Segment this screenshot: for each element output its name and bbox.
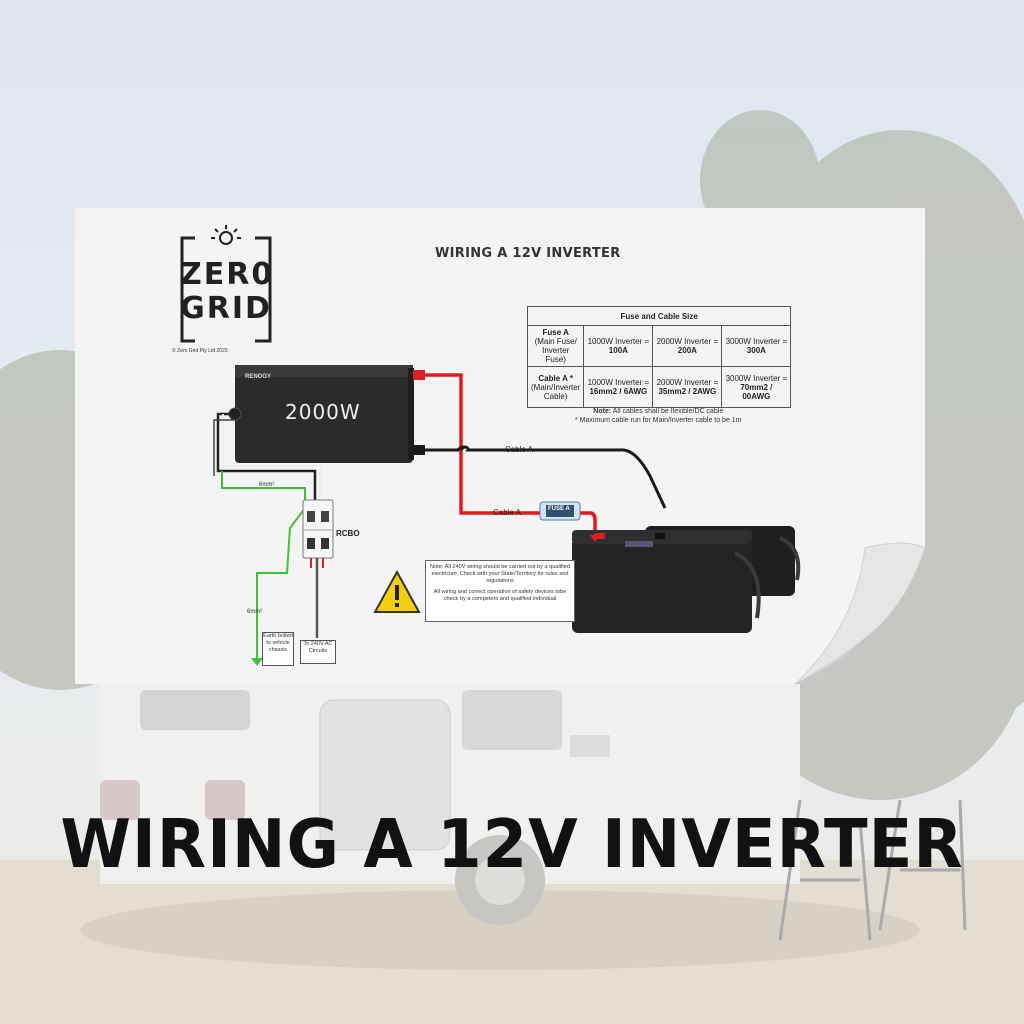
inverter-brand: RENOGY bbox=[245, 374, 272, 380]
wire-size-label-bottom: 6mm² bbox=[247, 609, 263, 615]
cell-text: 3000W Inverter = bbox=[725, 337, 788, 346]
row-label: Fuse A bbox=[542, 328, 569, 337]
table-cell: 3000W Inverter = 300A bbox=[721, 325, 792, 367]
table-cell: 2000W Inverter = 200A bbox=[652, 325, 723, 367]
logo-line-1: ZER0 bbox=[180, 257, 275, 292]
positive-cable bbox=[425, 373, 540, 515]
cell-value: 35mm2 / 2AWG bbox=[658, 387, 717, 396]
cell-value: 100A bbox=[608, 346, 628, 355]
sun-icon bbox=[211, 225, 241, 245]
logo-line-2: GRID bbox=[180, 291, 272, 326]
cable-a-label-negative: Cable A bbox=[505, 445, 534, 454]
warning-icon bbox=[373, 569, 421, 613]
cell-text: 2000W Inverter = bbox=[656, 378, 719, 387]
note-bold: Note: bbox=[593, 408, 612, 415]
earth-wire bbox=[221, 471, 306, 500]
table-cell: 1000W Inverter = 100A bbox=[583, 325, 654, 367]
cell-text: 1000W Inverter = bbox=[587, 337, 650, 346]
row-label: Cable A * bbox=[538, 373, 573, 383]
cell-text: 3000W Inverter = bbox=[725, 373, 788, 383]
cable-a-label-positive: Cable A bbox=[493, 508, 522, 517]
table-row: Fuse A (Main Fuse/ Inverter Fuse) 1000W … bbox=[526, 325, 792, 367]
note-line-1: Note: All cables shall be flexible/DC ca… bbox=[575, 407, 742, 416]
cell-text: 2000W Inverter = bbox=[656, 337, 719, 346]
headline: WIRING A 12V INVERTER bbox=[60, 806, 964, 884]
warning-note-p2: All wiring and correct operation of safe… bbox=[433, 589, 567, 602]
note-text: All cables shall be flexible/DC cable bbox=[611, 408, 724, 415]
table-cell: 1000W Inverter = 16mm2 / 6AWG bbox=[583, 366, 654, 408]
cell-value: 16mm2 / 6AWG bbox=[589, 387, 648, 396]
cell-value: 300A bbox=[746, 346, 766, 355]
negative-cable bbox=[425, 445, 667, 509]
battery bbox=[572, 530, 761, 633]
rcbo-device bbox=[302, 499, 334, 559]
zero-grid-logo: ZER0 GRID bbox=[180, 230, 272, 348]
wire-size-label-top: 6mm² bbox=[259, 482, 275, 488]
row-sub: (Main/Inverter Cable) bbox=[531, 382, 581, 401]
table-title: Fuse and Cable Size bbox=[526, 306, 792, 326]
cable-notes: Note: All cables shall be flexible/DC ca… bbox=[575, 407, 742, 425]
table-cell: 2000W Inverter = 35mm2 / 2AWG bbox=[652, 366, 723, 408]
table-row: Cable A * (Main/Inverter Cable) 1000W In… bbox=[526, 366, 792, 408]
row-sub: (Main Fuse/ Inverter Fuse) bbox=[534, 337, 577, 364]
row-header: Fuse A (Main Fuse/ Inverter Fuse) bbox=[526, 325, 585, 367]
warning-note: Note: All 240V wiring should be carried … bbox=[425, 560, 575, 622]
ac-circuits-label: To 240V AC Circuits bbox=[300, 640, 336, 664]
cell-value: 70mm2 / 00AWG bbox=[740, 382, 773, 401]
inverter-body bbox=[235, 365, 413, 463]
earth-label: Earth bolted to vehicle chassis bbox=[262, 632, 294, 666]
warning-note-p1: Note: All 240V wiring should be carried … bbox=[430, 564, 570, 584]
wiring-diagram-sheet: ZER0 GRID © Zero Grid Pty Ltd 2023 WIRIN… bbox=[75, 208, 925, 684]
note-line-2: * Maximum cable run for Main/Inverter ca… bbox=[575, 417, 742, 424]
cell-value: 200A bbox=[677, 346, 697, 355]
row-header: Cable A * (Main/Inverter Cable) bbox=[526, 366, 585, 408]
cell-text: 1000W Inverter = bbox=[587, 378, 650, 387]
fuse-cable-table: Fuse and Cable Size Fuse A (Main Fuse/ I… bbox=[526, 306, 792, 408]
diagram-title: WIRING A 12V INVERTER bbox=[435, 246, 621, 261]
inverter-rating: 2000W bbox=[285, 400, 361, 424]
table-cell: 3000W Inverter = 70mm2 / 00AWG bbox=[721, 366, 792, 408]
rcbo-label: RCBO bbox=[336, 529, 360, 538]
fuse-label: FUSE A bbox=[548, 506, 570, 512]
zero-grid-logo-frame bbox=[180, 236, 272, 343]
copyright: © Zero Grid Pty Ltd 2023 bbox=[172, 348, 228, 354]
